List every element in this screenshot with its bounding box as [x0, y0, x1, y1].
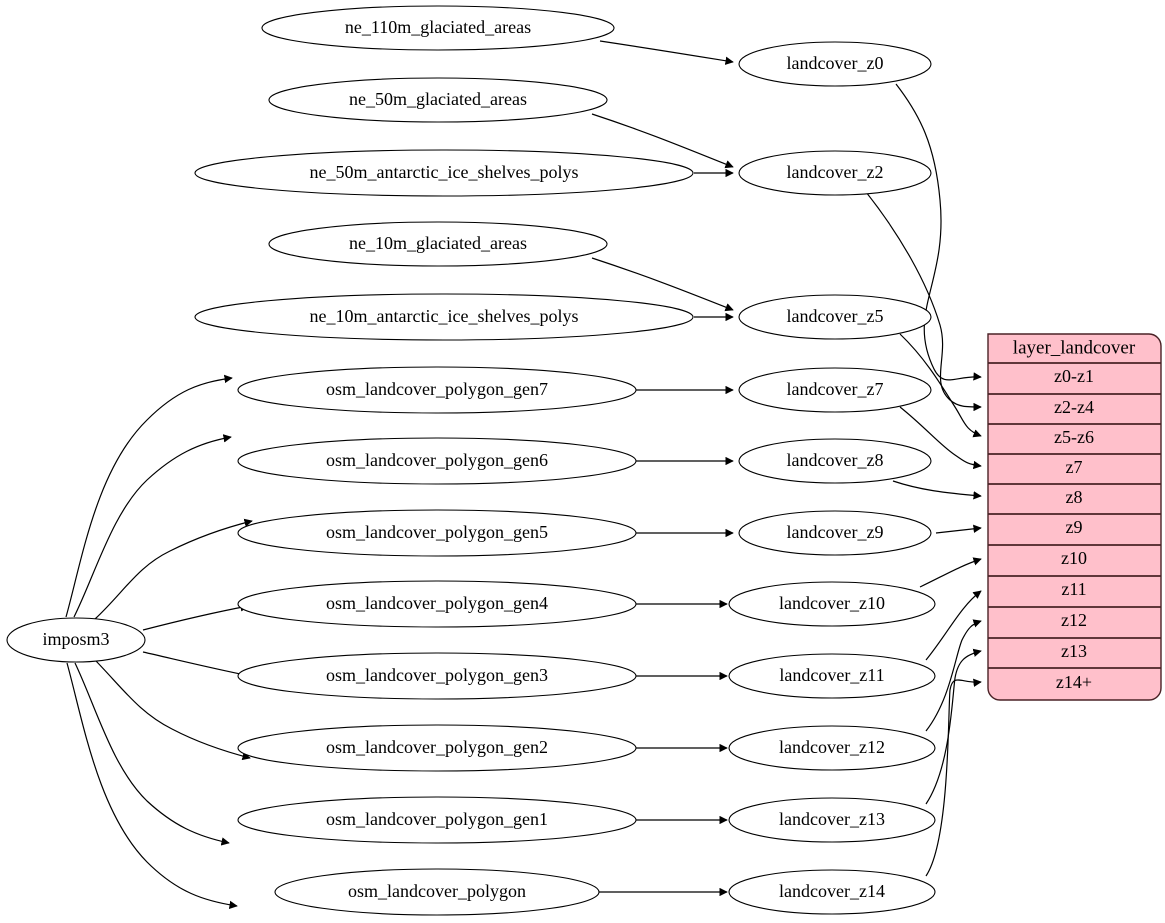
edge-z2-to-row-z2z4 — [865, 191, 982, 412]
node-osm-landcover-polygon-gen7[interactable]: osm_landcover_polygon_gen7 — [237, 366, 637, 414]
node-landcover-z9[interactable]: landcover_z9 — [738, 510, 932, 556]
node-label: osm_landcover_polygon_gen7 — [326, 379, 548, 399]
node-landcover-z14[interactable]: landcover_z14 — [728, 869, 936, 915]
node-label: osm_landcover_polygon_gen2 — [326, 737, 548, 757]
natural-earth-node-group: ne_110m_glaciated_areas ne_50m_glaciated… — [194, 5, 694, 341]
node-label: landcover_z14 — [779, 881, 885, 901]
osm-node-group: osm_landcover_polygon_gen7 osm_landcover… — [237, 366, 637, 916]
node-label: landcover_z11 — [779, 665, 884, 685]
edge-z8-to-row-z8 — [892, 480, 982, 500]
node-label: ne_50m_antarctic_ice_shelves_polys — [310, 162, 579, 182]
node-landcover-z5[interactable]: landcover_z5 — [738, 294, 932, 340]
edge-z7-to-row-z7 — [899, 406, 982, 470]
table-row-z0-z1[interactable]: z0-z1 — [1054, 366, 1094, 386]
node-label: osm_landcover_polygon_gen3 — [326, 665, 548, 685]
table-row-z14-plus[interactable]: z14+ — [1056, 672, 1092, 692]
node-ne-50m-antarctic-ice-shelves-polys[interactable]: ne_50m_antarctic_ice_shelves_polys — [194, 149, 694, 197]
edge-imposm3-to-gen2 — [95, 660, 251, 761]
node-landcover-z10[interactable]: landcover_z10 — [728, 581, 936, 627]
node-osm-landcover-polygon-gen6[interactable]: osm_landcover_polygon_gen6 — [237, 437, 637, 485]
table-row-z13[interactable]: z13 — [1061, 641, 1087, 661]
node-ne-10m-glaciated-areas[interactable]: ne_10m_glaciated_areas — [268, 221, 608, 267]
edge-z0-to-row-z0z1 — [895, 83, 982, 381]
edge-ne50m-glaciated-to-z2 — [591, 113, 734, 169]
node-label: landcover_z9 — [787, 522, 884, 542]
node-label: ne_50m_glaciated_areas — [349, 89, 527, 109]
node-label: landcover_z0 — [787, 53, 884, 73]
table-row-z9[interactable]: z9 — [1066, 517, 1083, 537]
node-landcover-z13[interactable]: landcover_z13 — [728, 797, 936, 843]
edge-z9-to-row-z9 — [935, 524, 982, 534]
edge-imposm3-to-gen3 — [142, 651, 251, 679]
node-label: osm_landcover_polygon_gen1 — [326, 809, 548, 829]
node-label: ne_10m_antarctic_ice_shelves_polys — [310, 306, 579, 326]
node-osm-landcover-polygon-gen2[interactable]: osm_landcover_polygon_gen2 — [237, 724, 637, 772]
node-label: osm_landcover_polygon_gen4 — [326, 593, 548, 613]
node-landcover-z8[interactable]: landcover_z8 — [738, 438, 932, 484]
node-landcover-z11[interactable]: landcover_z11 — [728, 653, 936, 699]
node-label: landcover_z12 — [779, 737, 885, 757]
node-label: osm_landcover_polygon_gen5 — [326, 522, 548, 542]
node-label: imposm3 — [42, 629, 109, 649]
node-label: landcover_z8 — [787, 450, 884, 470]
node-osm-landcover-polygon-gen5[interactable]: osm_landcover_polygon_gen5 — [237, 509, 637, 557]
edge-imposm3-to-osmpoly — [66, 662, 238, 910]
table-background — [987, 333, 1162, 701]
edge-z14-to-row-z14plus — [925, 678, 982, 877]
table-row-group: z0-z1 z2-z4 z5-z6 z7 z8 z9 z10 z11 z12 z… — [988, 362, 1161, 692]
node-label: osm_landcover_polygon — [348, 881, 526, 901]
edge-ne110m-to-z0 — [599, 40, 734, 65]
node-osm-landcover-polygon-gen3[interactable]: osm_landcover_polygon_gen3 — [237, 652, 637, 700]
edge-z13-to-row-z13 — [925, 648, 982, 805]
node-label: landcover_z7 — [787, 379, 884, 399]
node-label: ne_10m_glaciated_areas — [349, 233, 527, 253]
table-row-z5-z6[interactable]: z5-z6 — [1054, 427, 1094, 447]
node-label: landcover_z2 — [787, 162, 884, 182]
table-row-z7[interactable]: z7 — [1066, 457, 1083, 477]
node-label: landcover_z10 — [779, 593, 885, 613]
edge-z11-to-row-z11 — [925, 590, 982, 661]
node-landcover-z0[interactable]: landcover_z0 — [738, 41, 932, 87]
node-label: osm_landcover_polygon_gen6 — [326, 450, 548, 470]
node-landcover-z2[interactable]: landcover_z2 — [738, 150, 932, 196]
edge-layer — [65, 40, 982, 910]
edge-imposm3-to-gen4 — [142, 603, 249, 631]
table-row-z10[interactable]: z10 — [1061, 548, 1087, 568]
edge-z10-to-row-z10 — [919, 557, 982, 588]
layer-landcover-table[interactable]: layer_landcover z0-z1 z2-z4 z5-z6 z7 z8 … — [987, 333, 1162, 701]
node-label: landcover_z13 — [779, 809, 885, 829]
node-ne-110m-glaciated-areas[interactable]: ne_110m_glaciated_areas — [261, 5, 615, 51]
edge-z5-to-row-z5z6 — [899, 333, 982, 438]
edge-ne10m-glaciated-to-z5 — [591, 257, 734, 312]
edge-imposm3-to-gen7 — [65, 374, 233, 618]
node-label: landcover_z5 — [787, 306, 884, 326]
table-row-z12[interactable]: z12 — [1061, 610, 1087, 630]
table-header-label: layer_landcover — [1013, 337, 1136, 358]
node-landcover-z12[interactable]: landcover_z12 — [728, 725, 936, 771]
node-landcover-z7[interactable]: landcover_z7 — [738, 367, 932, 413]
table-row-z2-z4[interactable]: z2-z4 — [1054, 397, 1094, 417]
table-row-z8[interactable]: z8 — [1066, 487, 1083, 507]
node-osm-landcover-polygon-gen4[interactable]: osm_landcover_polygon_gen4 — [237, 580, 637, 628]
table-row-z11[interactable]: z11 — [1061, 579, 1086, 599]
node-label: ne_110m_glaciated_areas — [345, 17, 531, 37]
edge-imposm3-to-gen1 — [74, 662, 230, 846]
node-osm-landcover-polygon[interactable]: osm_landcover_polygon — [274, 868, 600, 916]
node-ne-50m-glaciated-areas[interactable]: ne_50m_glaciated_areas — [268, 77, 608, 123]
edge-imposm3-to-gen6 — [73, 434, 232, 618]
edge-imposm3-to-gen5 — [94, 518, 253, 620]
edge-z12-to-row-z12 — [925, 619, 982, 732]
landcover-node-group: landcover_z0 landcover_z2 landcover_z5 l… — [728, 41, 936, 915]
node-osm-landcover-polygon-gen1[interactable]: osm_landcover_polygon_gen1 — [237, 796, 637, 844]
node-ne-10m-antarctic-ice-shelves-polys[interactable]: ne_10m_antarctic_ice_shelves_polys — [194, 293, 694, 341]
node-imposm3[interactable]: imposm3 — [6, 617, 146, 663]
